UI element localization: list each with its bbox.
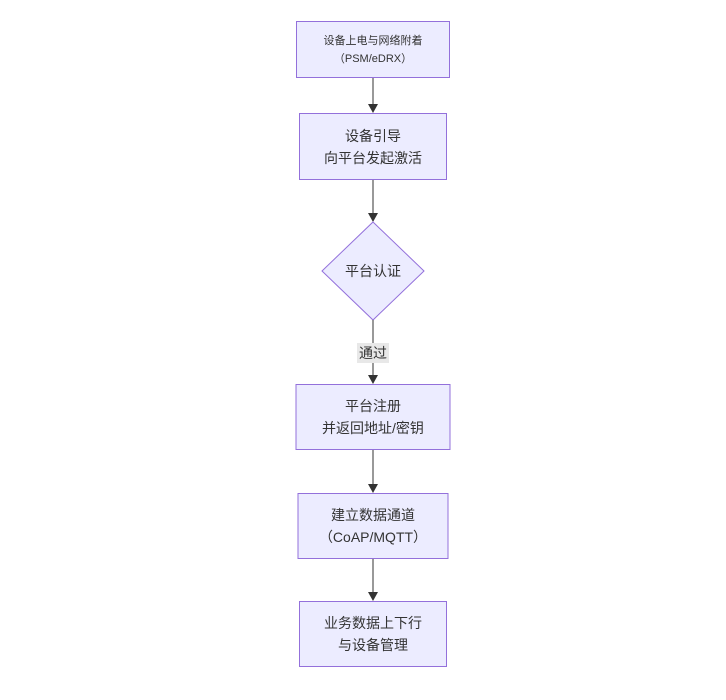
node-power-attach: 设备上电与网络附着 （PSM/eDRX） [296, 21, 450, 78]
arrow-bootstrap-to-auth [353, 180, 393, 222]
node-text-line: （PSM/eDRX） [333, 52, 413, 65]
node-register: 平台注册 并返回地址/密钥 [295, 384, 451, 450]
arrow-line [372, 78, 374, 106]
arrowhead-icon [368, 375, 378, 384]
decision-platform-auth: 平台认证 [321, 221, 425, 321]
decision-label: 平台认证 [345, 263, 401, 279]
edge-label-pass: 通过 [357, 343, 389, 363]
arrow-channel-to-business [353, 559, 393, 601]
node-text-line: 业务数据上下行 [324, 615, 422, 631]
arrowhead-icon [368, 592, 378, 601]
arrow-line [372, 559, 374, 594]
node-text-line: 与设备管理 [338, 637, 408, 653]
arrowhead-icon [368, 484, 378, 493]
node-text-line: 平台注册 [345, 398, 401, 414]
arrow-line [372, 450, 374, 486]
arrow-attach-to-bootstrap [353, 78, 393, 113]
arrowhead-icon [368, 104, 378, 113]
node-text-line: 并返回地址/密钥 [322, 420, 424, 436]
node-text-line: 向平台发起激活 [324, 149, 422, 166]
node-text-line: 设备引导 [345, 127, 401, 144]
arrowhead-icon [368, 213, 378, 222]
node-business-mgmt: 业务数据上下行 与设备管理 [299, 601, 447, 667]
arrow-line [372, 180, 374, 215]
node-text-line: 设备上电与网络附着 [323, 34, 423, 47]
node-text-line: 建立数据通道 [331, 507, 415, 523]
node-bootstrap: 设备引导 向平台发起激活 [299, 113, 447, 180]
node-text-line: （CoAP/MQTT） [318, 529, 428, 545]
arrow-auth-to-register: 通过 [353, 320, 393, 384]
arrow-register-to-channel [353, 450, 393, 493]
node-data-channel: 建立数据通道 （CoAP/MQTT） [297, 493, 449, 559]
